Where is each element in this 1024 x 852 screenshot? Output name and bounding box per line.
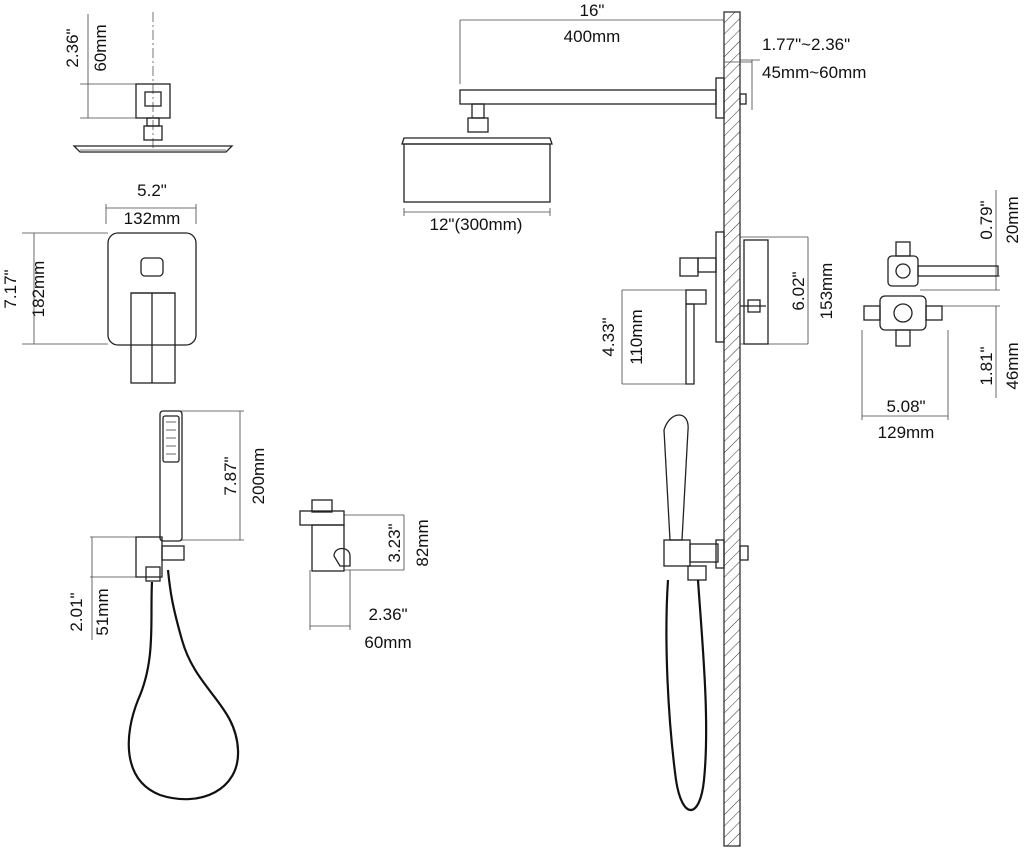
valve-top-inch-label: 0.79": [977, 200, 996, 239]
elbow-width-inch-label: 2.36": [368, 605, 407, 624]
valve-body-drawing: [861, 190, 1000, 420]
side-view-hand-shower: [663, 414, 749, 812]
top-shower-head-drawing: [72, 12, 234, 153]
valve-width-mm-label: 129mm: [878, 423, 935, 442]
head-size-label: 12"(300mm): [430, 215, 523, 234]
holder-height-mm-label: 51mm: [93, 588, 112, 635]
elbow-width-mm-label: 60mm: [364, 633, 411, 652]
wall-thickness-inch-label: 1.77"~2.36": [762, 35, 850, 54]
lever-height-mm-label: 110mm: [627, 309, 646, 364]
arm-length-inch-label: 16": [580, 1, 605, 20]
valve-mid-inch-label: 1.81": [977, 346, 996, 385]
elbow-height-mm-label: 82mm: [413, 519, 432, 566]
valve-width-inch-label: 5.08": [886, 397, 925, 416]
hand-shower-height-inch-label: 7.87": [221, 456, 240, 495]
lever-height-inch-label: 4.33": [599, 317, 618, 356]
wall-elbow-drawing: [299, 499, 405, 630]
trim-height-inch-label: 6.02": [789, 271, 808, 310]
valve-top-mm-label: 20mm: [1003, 196, 1022, 243]
holder-height-inch-label: 2.01": [67, 592, 86, 631]
hand-shower-drawing: [90, 410, 244, 801]
dimension-labels: 16" 400mm 1.77"~2.36" 45mm~60mm 12"(300m…: [1, 1, 1022, 652]
plate-height-mm-label: 182mm: [29, 261, 48, 318]
side-view-mixer-trim: [621, 231, 809, 385]
arm-length-mm-label: 400mm: [564, 27, 621, 46]
plate-height-inch-label: 7.17": [1, 269, 20, 308]
hand-shower-height-mm-label: 200mm: [249, 448, 268, 505]
valve-mid-mm-label: 46mm: [1003, 342, 1022, 389]
plate-width-mm-label: 132mm: [124, 209, 181, 228]
elbow-height-inch-label: 3.23": [385, 523, 404, 562]
wall: [723, 11, 741, 847]
trim-height-mm-label: 153mm: [817, 263, 836, 320]
plate-width-inch-label: 5.2": [137, 181, 167, 200]
wall-thickness-mm-label: 45mm~60mm: [762, 63, 866, 82]
side-view-shower-arm: [401, 19, 760, 216]
head-side-inch-label: 2.36": [63, 28, 82, 67]
control-plate-drawing: [22, 204, 197, 384]
head-side-mm-label: 60mm: [91, 24, 110, 71]
